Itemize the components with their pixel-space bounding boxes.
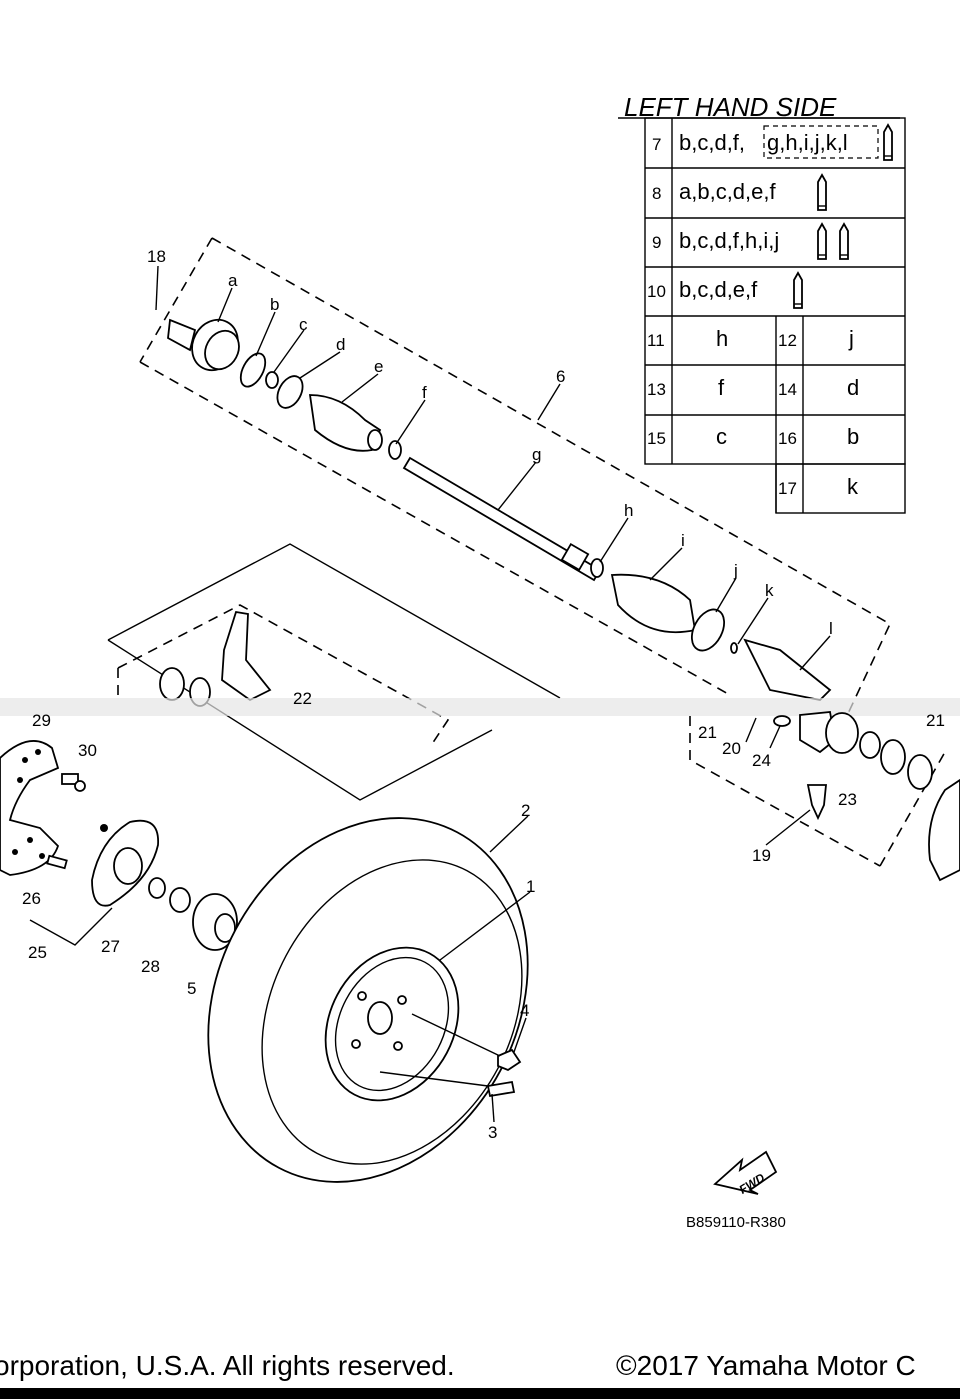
hub-parts — [773, 711, 960, 882]
callout-k: k — [765, 581, 774, 600]
row-16-value: b — [847, 424, 859, 449]
callout-c: c — [299, 315, 308, 334]
scan-artifact-band — [0, 698, 960, 716]
callout-4: 4 — [520, 1001, 529, 1020]
drive-shaft-parts — [167, 318, 832, 701]
row-9-letters: b,c,d,f,h,i,j — [679, 228, 779, 253]
knuckle-inner-outline — [117, 604, 450, 745]
grease-tube-icon — [793, 271, 803, 309]
callout-e: e — [374, 357, 383, 376]
bolt-30 — [61, 773, 86, 792]
callout-21-right: 21 — [926, 711, 945, 730]
row-13-value: f — [718, 375, 725, 400]
washer-27 — [148, 877, 166, 899]
legend-table: LEFT HAND SIDE 7 b,c,d,f, g,h,i,j,k,l 8 … — [618, 92, 906, 514]
row-15-number: 15 — [647, 429, 666, 448]
row-17-number: 17 — [778, 479, 797, 498]
row-12-value: j — [848, 326, 854, 351]
leader-lines — [29, 265, 831, 1123]
callout-18: 18 — [147, 247, 166, 266]
row-8-number: 8 — [652, 184, 661, 203]
hub-flange — [91, 819, 159, 907]
row-7-letters: b,c,d,f, — [679, 130, 745, 155]
callout-f: f — [422, 383, 427, 402]
row-9-number: 9 — [652, 233, 661, 252]
row-7-boxed-letters: g,h,i,j,k,l — [767, 130, 848, 155]
nut-4 — [497, 1048, 522, 1072]
row-10-letters: b,c,d,e,f — [679, 277, 758, 302]
footer-copyright-right: ©2017 Yamaha Motor C — [616, 1350, 916, 1381]
row-16-number: 16 — [778, 429, 797, 448]
shaft-assembly-outline — [139, 237, 892, 721]
hub-assembly-outline — [689, 716, 946, 867]
knuckle-parts — [159, 610, 272, 707]
wheel — [207, 817, 529, 1183]
row-12-number: 12 — [778, 331, 797, 350]
row-14-number: 14 — [778, 380, 797, 399]
callout-d: d — [336, 335, 345, 354]
callout-20: 20 — [722, 739, 741, 758]
fwd-arrow-icon: FWD — [713, 1150, 778, 1197]
callout-28: 28 — [141, 957, 160, 976]
callout-a: a — [228, 271, 238, 290]
footer-copyright-left: orporation, U.S.A. All rights reserved. — [0, 1350, 455, 1381]
row-15-value: c — [716, 424, 727, 449]
row-13-number: 13 — [647, 380, 666, 399]
callout-i: i — [681, 531, 685, 550]
row-7-number: 7 — [652, 135, 661, 154]
callout-27: 27 — [101, 937, 120, 956]
callout-2: 2 — [521, 801, 530, 820]
grease-tube-icon — [883, 123, 893, 161]
drawing-code: B859110-R380 — [686, 1214, 786, 1231]
callout-29: 29 — [32, 711, 51, 730]
row-17-value: k — [847, 474, 859, 499]
callout-24: 24 — [752, 751, 771, 770]
callout-22: 22 — [293, 689, 312, 708]
callout-6: 6 — [556, 367, 565, 386]
row-8-letters: a,b,c,d,e,f — [679, 179, 777, 204]
callout-25: 25 — [28, 943, 47, 962]
callout-21-left: 21 — [698, 723, 717, 742]
nut-28 — [169, 887, 191, 913]
callout-1: 1 — [526, 877, 535, 896]
row-14-value: d — [847, 375, 859, 400]
callout-23: 23 — [838, 790, 857, 809]
callout-b: b — [270, 295, 279, 314]
callout-g: g — [532, 445, 541, 464]
callout-h: h — [624, 501, 633, 520]
brake-disc-left — [0, 740, 60, 876]
callout-3: 3 — [488, 1123, 497, 1142]
callout-5: 5 — [187, 979, 196, 998]
cap-5 — [192, 893, 238, 951]
row-11-number: 11 — [647, 331, 665, 350]
grease-tube-icon — [817, 222, 827, 260]
callout-26: 26 — [22, 889, 41, 908]
callout-l: l — [829, 619, 833, 638]
table-title: LEFT HAND SIDE — [624, 92, 837, 122]
row-11-value: h — [716, 326, 728, 351]
callout-j: j — [733, 561, 738, 580]
callout-30: 30 — [78, 741, 97, 760]
valve-3 — [486, 1080, 516, 1098]
bolt-26 — [46, 854, 68, 870]
grease-tube-icon — [839, 222, 849, 260]
row-10-number: 10 — [647, 282, 666, 301]
callout-19: 19 — [752, 846, 771, 865]
grease-tube-icon — [817, 173, 827, 211]
footer-bar — [0, 1388, 960, 1399]
